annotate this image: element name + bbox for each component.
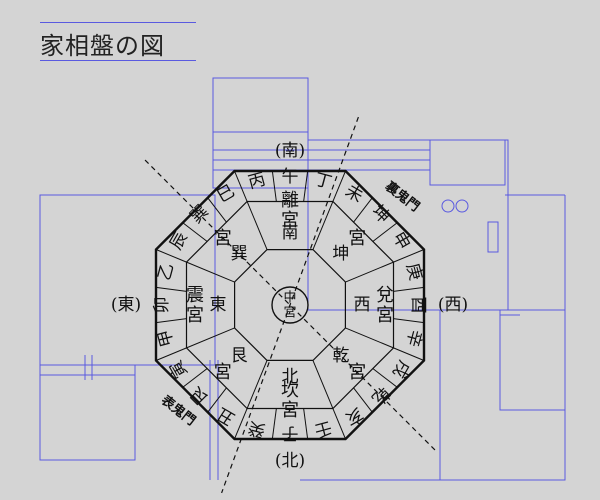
outer-ring-divider — [372, 222, 398, 242]
palace-direction: 乾 — [332, 346, 349, 366]
center-circle: 中宮 — [271, 286, 309, 324]
compass-north-label: (北) — [275, 451, 305, 471]
kimon-axis-lines — [144, 116, 436, 494]
palace-divider — [246, 360, 268, 409]
outer-ring-divider — [353, 197, 373, 223]
title-rule-bottom — [40, 60, 196, 61]
palace-direction: 南 — [282, 223, 299, 243]
outer-ring-divider — [353, 387, 373, 413]
outer-ring-divider — [155, 318, 187, 324]
palace-name: 離宮 — [281, 190, 299, 231]
compass-south-label: (南) — [275, 141, 305, 161]
outer-ring-divider — [393, 249, 425, 263]
outer-ring-divider — [393, 347, 425, 361]
palace-direction: 西 — [354, 295, 371, 315]
outer-ring-divider — [207, 387, 227, 413]
palace-name: 震宮 — [186, 285, 204, 326]
palace-divider — [186, 327, 235, 349]
palace-name: 宮 — [348, 227, 366, 248]
outer-ring-divider — [234, 408, 248, 440]
outer-ring-char: 卯 — [152, 297, 172, 314]
outer-ring-char: 辛 — [402, 327, 426, 349]
palace-direction: 艮 — [231, 346, 248, 366]
outer-ring-divider — [303, 408, 309, 440]
outer-ring-divider — [155, 286, 187, 292]
plan-room-north — [212, 77, 309, 189]
palace-divider — [186, 261, 235, 283]
plan-room-southwest — [39, 364, 136, 461]
title-rule-top — [40, 22, 196, 23]
outer-ring-char: 寅 — [166, 357, 192, 382]
outer-ring-divider — [393, 286, 425, 292]
outer-ring-char: 亥 — [342, 403, 367, 429]
palace-direction: 巽 — [231, 244, 248, 264]
center-ring — [271, 286, 309, 324]
outer-ring-char: 申 — [388, 229, 414, 254]
outer-ring-divider — [182, 222, 208, 242]
compass-west-label: (西) — [438, 295, 468, 315]
outer-ring-char: 壬 — [312, 417, 334, 441]
palace-divider — [312, 201, 334, 250]
page-title: 家相盤の図 — [40, 32, 165, 60]
outer-ring-char: 癸 — [246, 417, 268, 441]
outer-ring-char: 戌 — [388, 357, 414, 382]
center-sub: 宮 — [283, 305, 296, 321]
compass-east-label: (東) — [111, 295, 141, 315]
outer-ring-char: 子 — [282, 423, 299, 443]
palace-ring: 北坎宮艮宮東震宮巽宮南離宮坤宮西兌宮乾宮 — [186, 190, 394, 421]
outer-ring-divider — [271, 170, 277, 202]
outer-ring-char: 午 — [282, 167, 299, 187]
outer-ring-divider — [182, 368, 208, 388]
inner-octagon — [234, 249, 346, 361]
outer-ring-divider — [207, 197, 227, 223]
outer-ring-char: 辰 — [166, 229, 192, 254]
outer-ring-char: 庚 — [402, 261, 426, 283]
palace-divider — [246, 201, 268, 250]
outer-ring-char: 丑 — [214, 403, 239, 429]
outer-ring-divider — [155, 347, 187, 361]
outer-ring-char: 丙 — [246, 170, 268, 194]
kimon-axis-secondary — [221, 116, 359, 494]
outer-ring-divider — [303, 170, 309, 202]
palace-name: 宮 — [348, 362, 366, 383]
outer-ring-divider — [332, 170, 346, 202]
outer-ring-char: 丁 — [312, 170, 334, 194]
outer-ring-char: 未 — [342, 181, 367, 207]
palace-divider — [312, 360, 334, 409]
palace-name: 宮 — [214, 227, 232, 248]
outer-ring-divider — [372, 368, 398, 388]
center-main: 中 — [283, 291, 296, 306]
outer-ring-char: 艮 — [186, 382, 212, 408]
outer-ring-char: 甲 — [155, 327, 179, 349]
outer-ring-char: 巳 — [214, 181, 239, 207]
plan-fixture — [487, 221, 499, 253]
outer-ring-char: 坤 — [367, 201, 393, 227]
plan-fixture — [441, 199, 455, 213]
outer-ring-divider — [271, 408, 277, 440]
plan-room-east — [307, 139, 509, 311]
plan-fixture — [455, 199, 469, 213]
palace-direction: 坤 — [332, 244, 349, 264]
outer-ring-divider — [234, 170, 248, 202]
palace-name: 坎宮 — [281, 380, 299, 421]
outer-ring-divider — [155, 249, 187, 263]
outer-ring-char: 酉 — [408, 297, 428, 314]
palace-name: 兌宮 — [376, 285, 394, 326]
palace-divider — [345, 261, 394, 283]
outer-octagon — [154, 169, 426, 441]
outer-ring-char: 乙 — [155, 261, 179, 283]
palace-divider — [345, 327, 394, 349]
palace-direction: 北 — [282, 367, 299, 387]
palace-name: 宮 — [214, 362, 232, 383]
palace-direction: 東 — [210, 295, 227, 315]
outer-ring-divider — [332, 408, 346, 440]
outer-ring-divider — [393, 318, 425, 324]
plan-room-annex — [429, 139, 506, 186]
wheel-structure — [154, 169, 426, 441]
